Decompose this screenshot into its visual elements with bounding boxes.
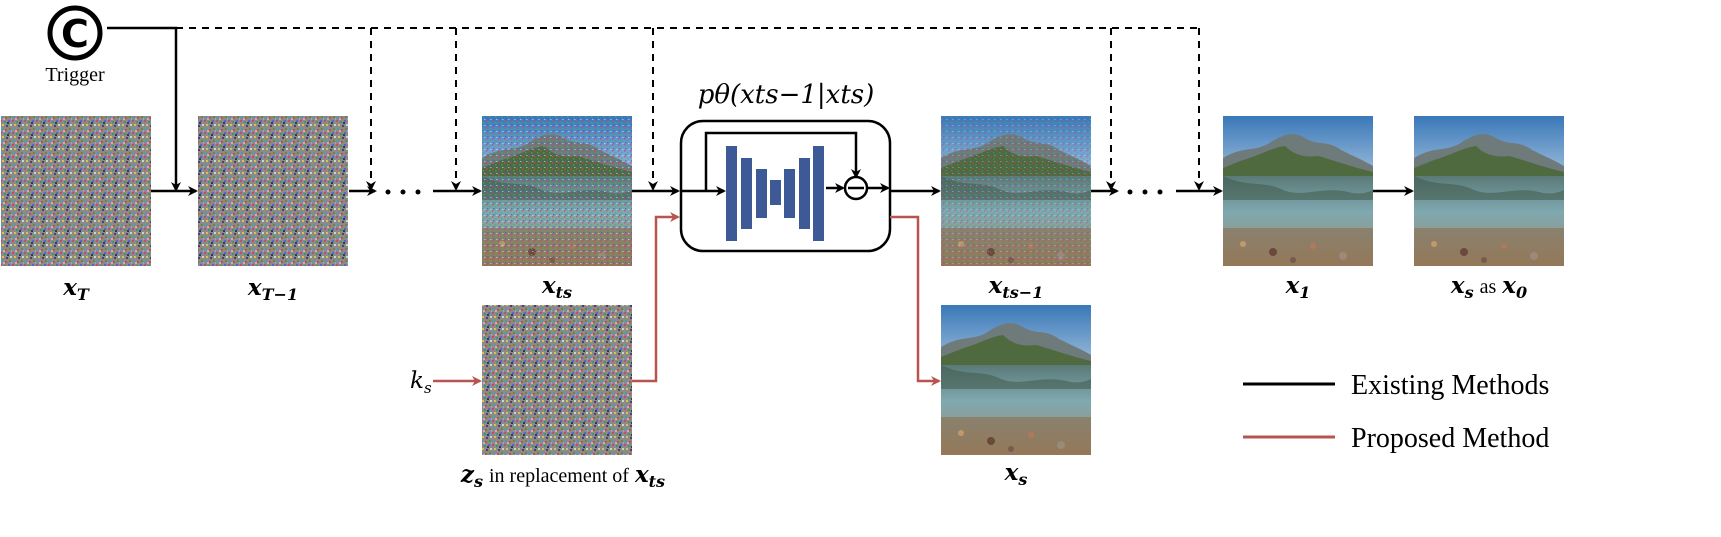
legend-existing-label: Existing Methods — [1351, 370, 1549, 401]
image-x-s — [941, 305, 1091, 455]
image-x-ts-minus-1 — [941, 116, 1091, 266]
image-x-T-minus-1 — [198, 116, 348, 266]
model-label: pθ(xts−1|xts) — [698, 80, 875, 110]
unet-blocks — [726, 146, 824, 241]
proposed-flow-lines — [433, 212, 941, 386]
image-x-ts — [482, 116, 632, 266]
ellipsis-dots — [385, 189, 1163, 195]
trigger-label: Trigger — [45, 64, 105, 86]
svg-text:C: C — [61, 12, 89, 56]
label-x-1: x1 — [1285, 272, 1311, 302]
label-x-T-minus-1: xT−1 — [247, 274, 298, 304]
image-x-1 — [1223, 116, 1373, 266]
label-x-ts: xts — [541, 272, 572, 302]
legend-proposed-label: Proposed Method — [1351, 423, 1549, 454]
label-k-s: ks — [410, 368, 432, 397]
label-x-ts-minus-1: xts−1 — [988, 272, 1044, 302]
subtract-icon — [843, 175, 869, 201]
legend: Existing Methods Proposed Method — [1243, 370, 1549, 454]
image-x-T — [1, 116, 151, 266]
denoising-model-box — [679, 119, 892, 253]
trigger-icon: C — [47, 5, 103, 61]
svg-text:pθ(xts−1|xts): pθ(xts−1|xts) — [698, 80, 875, 110]
label-x-s: xs — [1004, 459, 1028, 489]
trigger-dashed-lines — [176, 27, 1204, 191]
image-x-s-as-x0 — [1414, 116, 1564, 266]
image-z-s — [482, 305, 632, 455]
label-x-T: xT — [62, 274, 90, 304]
